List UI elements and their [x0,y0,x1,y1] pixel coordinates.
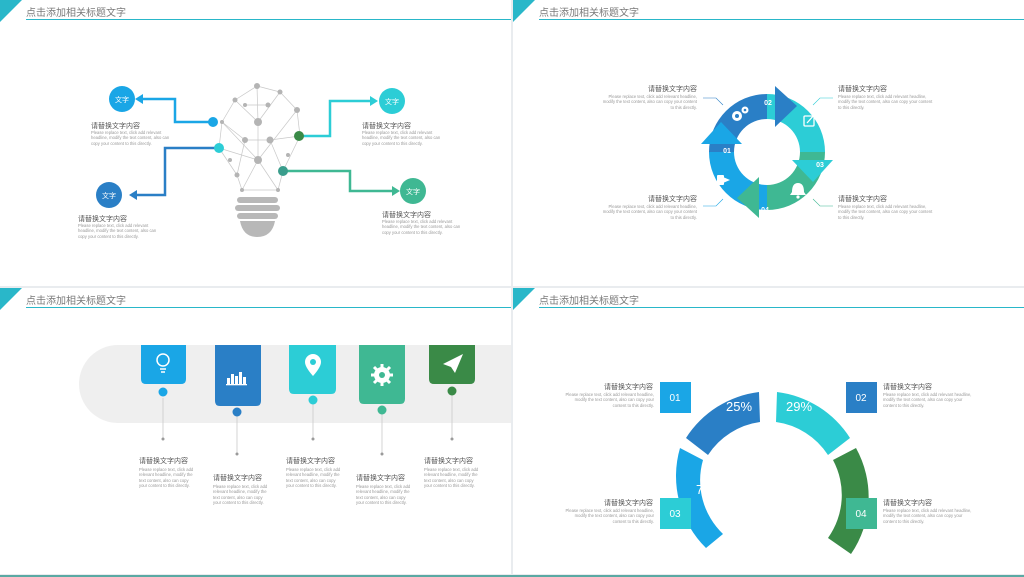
header-line [26,307,511,308]
next-slide-strip [0,575,1024,577]
header-line [26,19,511,20]
svg-text:01: 01 [669,393,681,404]
block-body: Please replace text, click add relevant … [838,94,933,110]
bar-chart-icon [226,372,247,386]
block-body: Please replace text, click add relevant … [213,484,268,506]
block-body: Please replace text, click add relevant … [883,508,972,524]
block-title: 请替换文字内容 [424,458,473,465]
svg-text:04: 04 [855,509,867,520]
block-title: 请替换文字内容 [213,475,262,482]
slide-title: 点击添加相关标题文字 [26,8,126,19]
svg-text:25%: 25% [726,399,752,414]
svg-text:29%: 29% [786,399,812,414]
block-body: Please replace text, click add relevant … [838,204,933,220]
block-title: 请替换文字内容 [91,123,140,130]
bubble-bottom-right [400,178,426,204]
block-title: 请替换文字内容 [648,86,697,93]
block-body: Please replace text, click add relevant … [356,484,411,506]
block-title: 请替换文字内容 [648,196,697,203]
block-title: 请替换文字内容 [286,458,335,465]
number-box-04 [846,498,877,529]
tabs-graphic [79,345,511,456]
header-accent [513,0,535,22]
tab-card-1 [141,345,186,384]
bell-icon [790,183,806,199]
arc-segment-29 [776,392,850,455]
number-box-01 [660,382,691,413]
block-body: Please replace text, click add relevant … [602,204,697,220]
svg-text:03: 03 [816,162,824,169]
block-title: 请替换文字内容 [838,196,887,203]
header-line [539,307,1024,308]
block-body: Please replace text, click add relevant … [565,392,654,408]
arc-segment-25 [686,392,760,455]
block-body: Please replace text, click add relevant … [362,130,441,146]
svg-text:01: 01 [723,148,731,155]
svg-text:文字: 文字 [406,187,420,196]
block-title: 请替换文字内容 [838,86,887,93]
svg-text:17%: 17% [813,483,839,498]
lightbulb-icon [156,353,170,373]
slide-title: 点击添加相关标题文字 [26,296,126,307]
slide-title: 点击添加相关标题文字 [539,296,639,307]
arc-graphic: 25% 29% 17% 73% 01 02 03 04 [660,382,877,554]
number-box-03 [660,498,691,529]
block-title: 请替换文字内容 [78,216,127,223]
header-line [539,19,1024,20]
connector-line [137,146,219,197]
cycle-graphic: 01 02 03 04 [701,86,833,218]
svg-text:73%: 73% [696,482,722,497]
paper-plane-icon [443,354,463,373]
block-title: 请替换文字内容 [382,212,431,219]
block-body: Please replace text, click add relevant … [286,467,341,489]
header-accent [0,288,22,310]
bubble-bottom-left [96,182,122,208]
block-body: Please replace text, click add relevant … [883,392,972,408]
connector-line [143,97,213,124]
connector-line [299,99,370,138]
svg-text:04: 04 [761,207,769,214]
block-title: 请替换文字内容 [883,384,932,391]
block-body: Please replace text, click add relevant … [78,223,157,239]
bubble-top-right [379,88,405,114]
gear-icon [371,364,393,386]
tab-card-2 [215,345,261,406]
arrow-head-01 [701,122,742,144]
svg-text:02: 02 [764,100,772,107]
slide-cycle[interactable]: 点击添加相关标题文字 01 02 03 04 [513,0,1024,286]
block-body: Please replace text, click add relevant … [382,219,461,235]
slide-percent-arcs[interactable]: 点击添加相关标题文字 25% 29% 17% 73% 01 02 03 04 请… [513,288,1024,574]
block-title: 请替换文字内容 [356,475,405,482]
svg-text:02: 02 [855,393,867,404]
exit-icon [717,175,730,185]
connector-line [283,169,392,193]
edit-icon [803,113,816,127]
number-box-02 [846,382,877,413]
slide-lightbulb[interactable]: 点击添加相关标题文字 [0,0,511,286]
arrow-head-03 [792,160,833,182]
header-accent [0,0,22,22]
block-title: 请替换文字内容 [604,500,653,507]
bubble-top-left [109,86,135,112]
arrow-head-04 [737,177,759,218]
block-body: Please replace text, click add relevant … [602,94,697,110]
svg-text:文字: 文字 [385,97,399,106]
svg-text:文字: 文字 [115,95,129,104]
block-body: Please replace text, click add relevant … [565,508,654,524]
lightbulb-graphic: 文字 文字 文字 文字 [96,83,426,237]
svg-text:文字: 文字 [102,191,116,200]
block-title: 请替换文字内容 [362,123,411,130]
arrow-head-02 [775,86,797,127]
block-body: Please replace text, click add relevant … [139,467,194,489]
block-body: Please replace text, click add relevant … [91,130,170,146]
block-body: Please replace text, click add relevant … [424,467,479,489]
block-title: 请替换文字内容 [883,500,932,507]
block-title: 请替换文字内容 [139,458,188,465]
slide-title: 点击添加相关标题文字 [539,8,639,19]
slide-tabs[interactable]: 点击添加相关标题文字 [0,288,511,574]
location-pin-icon [305,354,321,376]
block-title: 请替换文字内容 [604,384,653,391]
header-accent [513,288,535,310]
svg-text:03: 03 [669,509,681,520]
